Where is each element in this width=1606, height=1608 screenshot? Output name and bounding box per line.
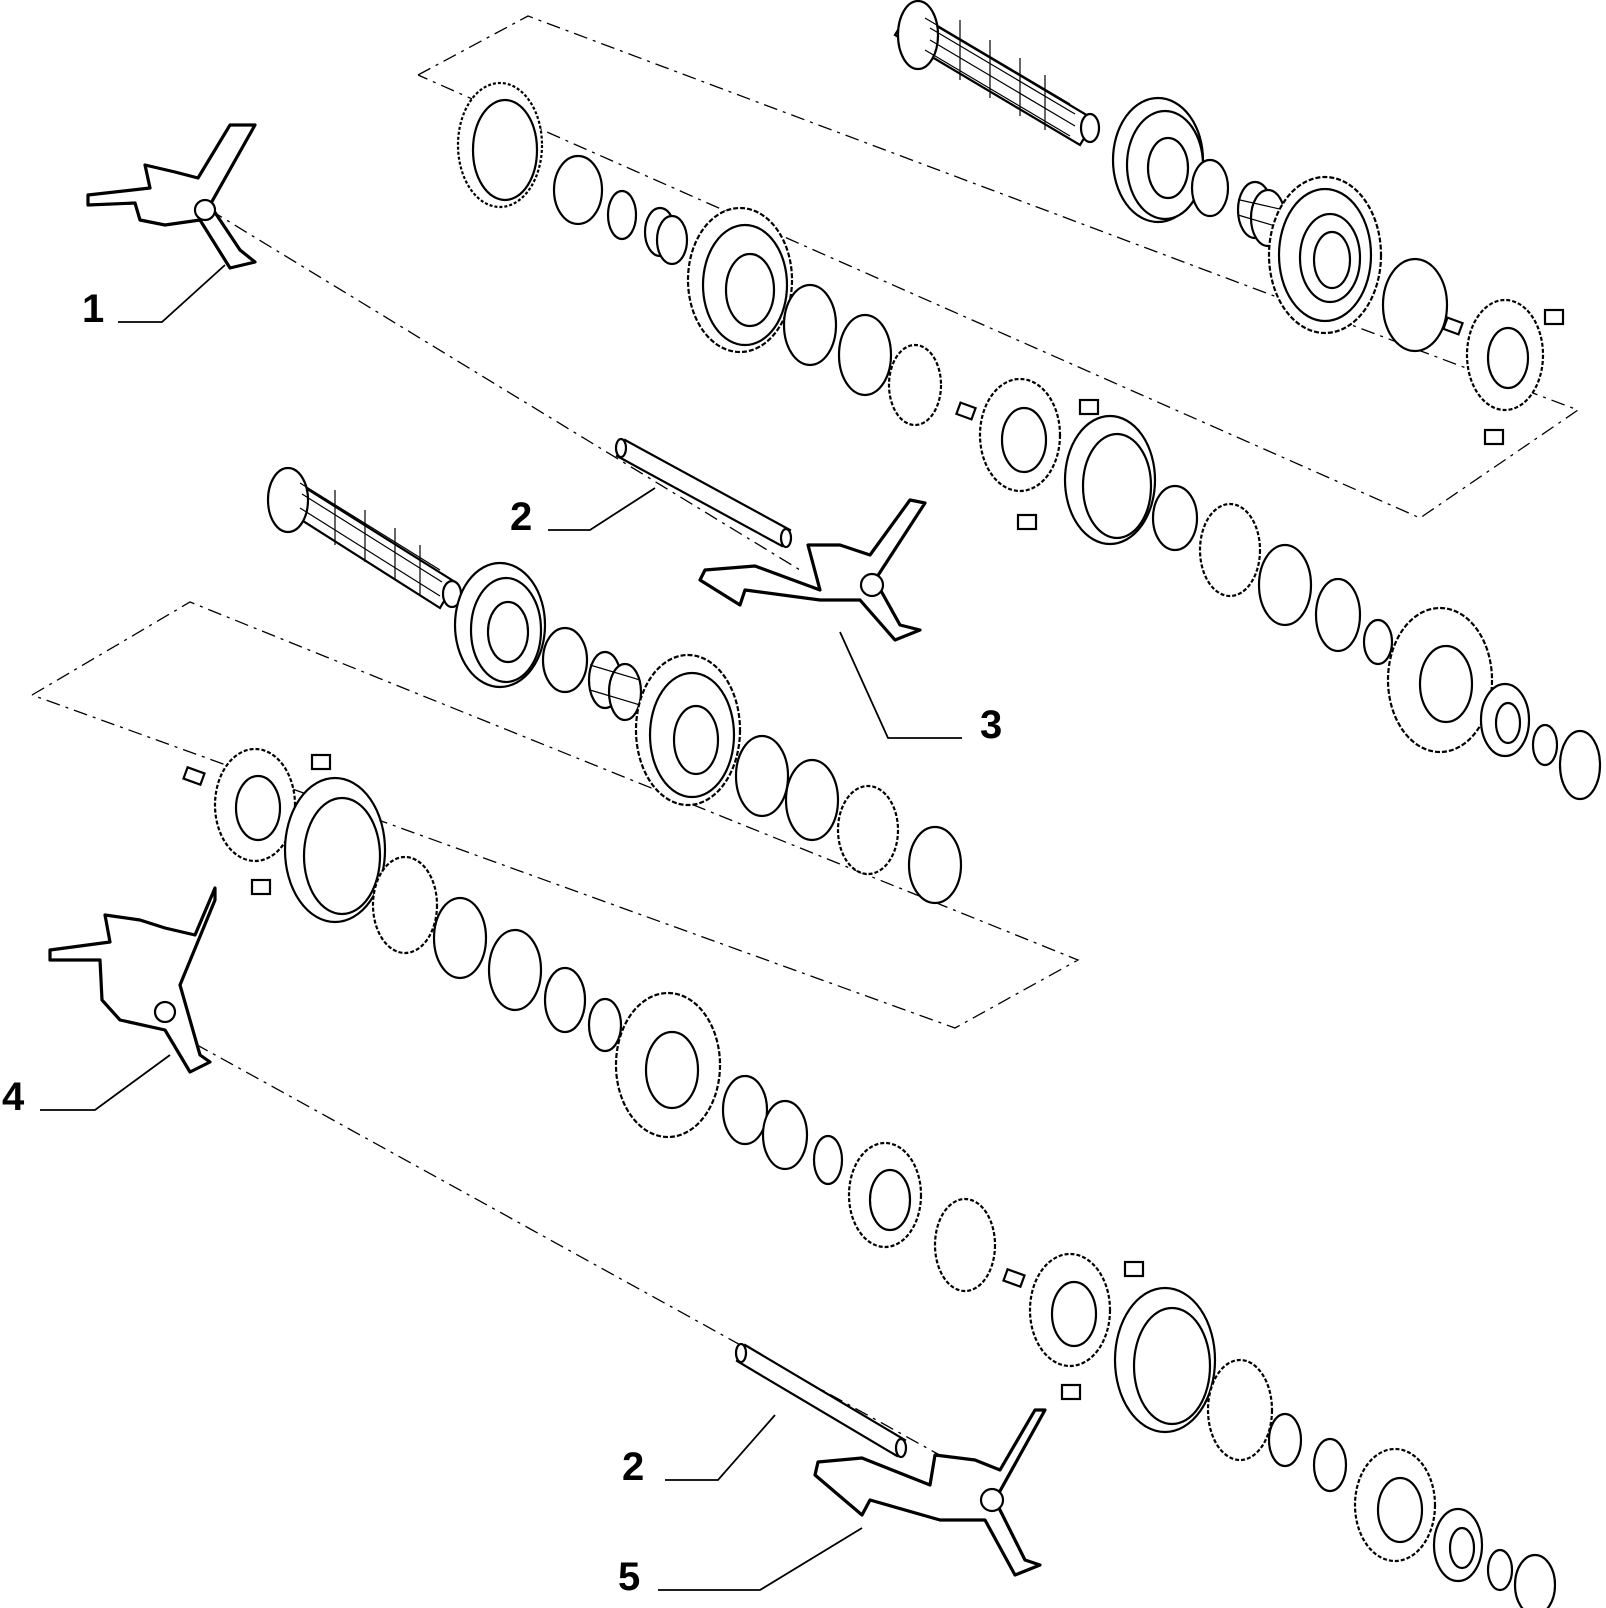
circlip-a: [1531, 723, 1559, 767]
lower-washer: [1513, 1553, 1557, 1608]
shift-fork-5: [813, 1408, 1047, 1577]
upper-sync-ring-b: [837, 313, 893, 397]
bearing-a: [1479, 682, 1531, 758]
upper-sync-ring-c: [887, 343, 943, 427]
gear-a: [1386, 606, 1494, 754]
sync-sleeve-a: [1063, 414, 1157, 546]
shift-rod-lower: [734, 1342, 908, 1459]
lower-circlip-b: [1267, 1412, 1303, 1468]
upper-sync-hub-mid: [978, 377, 1062, 493]
lower-gear-a: [614, 991, 722, 1139]
lower-plate-right-top: [1123, 1260, 1145, 1278]
middle-ring-a: [734, 734, 790, 818]
upper-key-right: [1442, 316, 1464, 336]
upper-sync-hub-right: [1465, 298, 1545, 412]
upper-sleeve-left: [456, 81, 544, 209]
callout-4: 4: [2, 1075, 25, 1119]
upper-gear-left: [686, 206, 794, 354]
ring-a: [1151, 484, 1199, 552]
shift-fork-4: [48, 886, 217, 1074]
fork-4-phantom-axis: [169, 1029, 986, 1481]
middle-gear: [634, 653, 742, 807]
lower-shaft-assembly: [182, 747, 1557, 1608]
lower-gear-b: [847, 1141, 923, 1249]
washer-a: [1558, 729, 1602, 801]
middle-shaft: [266, 466, 463, 610]
lower-ring-d: [721, 1074, 769, 1146]
lower-needle-b: [812, 1134, 844, 1186]
leader-2a: [548, 487, 656, 531]
upper-sync-ring-right: [1381, 257, 1449, 353]
upper-plate-mid-top: [1078, 398, 1100, 416]
ring-c: [1257, 543, 1313, 627]
upper-circlip: [1190, 158, 1230, 218]
lower-sync-sleeve-right: [1113, 1286, 1217, 1434]
lower-ring-b: [432, 896, 488, 980]
ring-b: [1198, 502, 1262, 598]
leader-4: [40, 1054, 171, 1111]
middle-shaft-phantom-outline: [31, 601, 1080, 1029]
lower-needle: [587, 997, 623, 1053]
lower-gear-c: [1353, 1447, 1437, 1563]
upper-plate-bottom: [1483, 428, 1505, 446]
lower-bearing: [1432, 1507, 1484, 1583]
lower-plate-left-top: [310, 753, 332, 771]
lower-plate-right-bottom: [1060, 1383, 1082, 1401]
upper-sync-ring-a: [782, 283, 838, 367]
middle-ring-b: [784, 758, 840, 842]
leader-3: [839, 631, 962, 739]
middle-ring-c: [836, 784, 900, 876]
upper-needle-bearing-left: [643, 206, 689, 266]
upper-bearing: [1111, 96, 1205, 224]
lower-key-left: [182, 765, 206, 787]
middle-shaft-assembly: [266, 466, 963, 905]
lower-ring-a: [371, 855, 439, 955]
upper-key-mid: [955, 401, 977, 421]
leader-2b: [665, 1414, 776, 1481]
lower-sync-hub-right: [1028, 1252, 1112, 1368]
shift-rod-upper: [614, 437, 793, 549]
lower-needle-c: [1312, 1437, 1348, 1493]
callout-1: 1: [82, 287, 104, 331]
shift-fork-1: [86, 123, 257, 270]
lower-ring-e: [761, 1099, 809, 1171]
upper-gear-right: [1267, 175, 1383, 335]
callout-5: 5: [618, 1555, 640, 1599]
upper-shaft-phantom-outline: [417, 15, 1580, 519]
upper-plate-mid-bottom: [1016, 513, 1038, 531]
upper-right-chain: [1063, 414, 1602, 801]
lower-sync-hub-left: [213, 747, 297, 863]
callout-3: 3: [980, 703, 1002, 747]
upper-plate-top: [1543, 308, 1565, 326]
middle-needle-bearing: [587, 650, 643, 722]
lower-ring-f: [933, 1197, 997, 1293]
ring-d: [1314, 577, 1362, 653]
middle-circlip: [541, 626, 589, 694]
leader-lines: [40, 264, 962, 1591]
callout-2-lower: 2: [622, 1445, 644, 1489]
lower-circlip-c: [1486, 1548, 1514, 1592]
leader-1: [118, 264, 226, 323]
callouts: 1 2 3 4 2 5: [2, 287, 1002, 1599]
lower-circlip: [543, 966, 587, 1034]
lower-ring-c: [487, 928, 543, 1012]
middle-bearing: [453, 561, 547, 689]
upper-bush: [552, 154, 604, 226]
phantom-lines: [31, 15, 1580, 1481]
shift-fork-3: [698, 498, 927, 642]
upper-shaft-assembly: [456, 0, 1565, 531]
middle-lock-washer: [907, 825, 963, 905]
needle-a: [1362, 618, 1394, 666]
callout-2-upper: 2: [510, 495, 532, 539]
lower-sync-sleeve: [283, 776, 387, 924]
lower-key-right: [1002, 1267, 1026, 1289]
leader-5: [658, 1527, 863, 1591]
lower-plate-left-bottom: [250, 878, 272, 896]
upper-circlip-left: [606, 189, 638, 241]
lower-ring-g: [1206, 1358, 1274, 1462]
upper-shaft: [893, 0, 1101, 147]
